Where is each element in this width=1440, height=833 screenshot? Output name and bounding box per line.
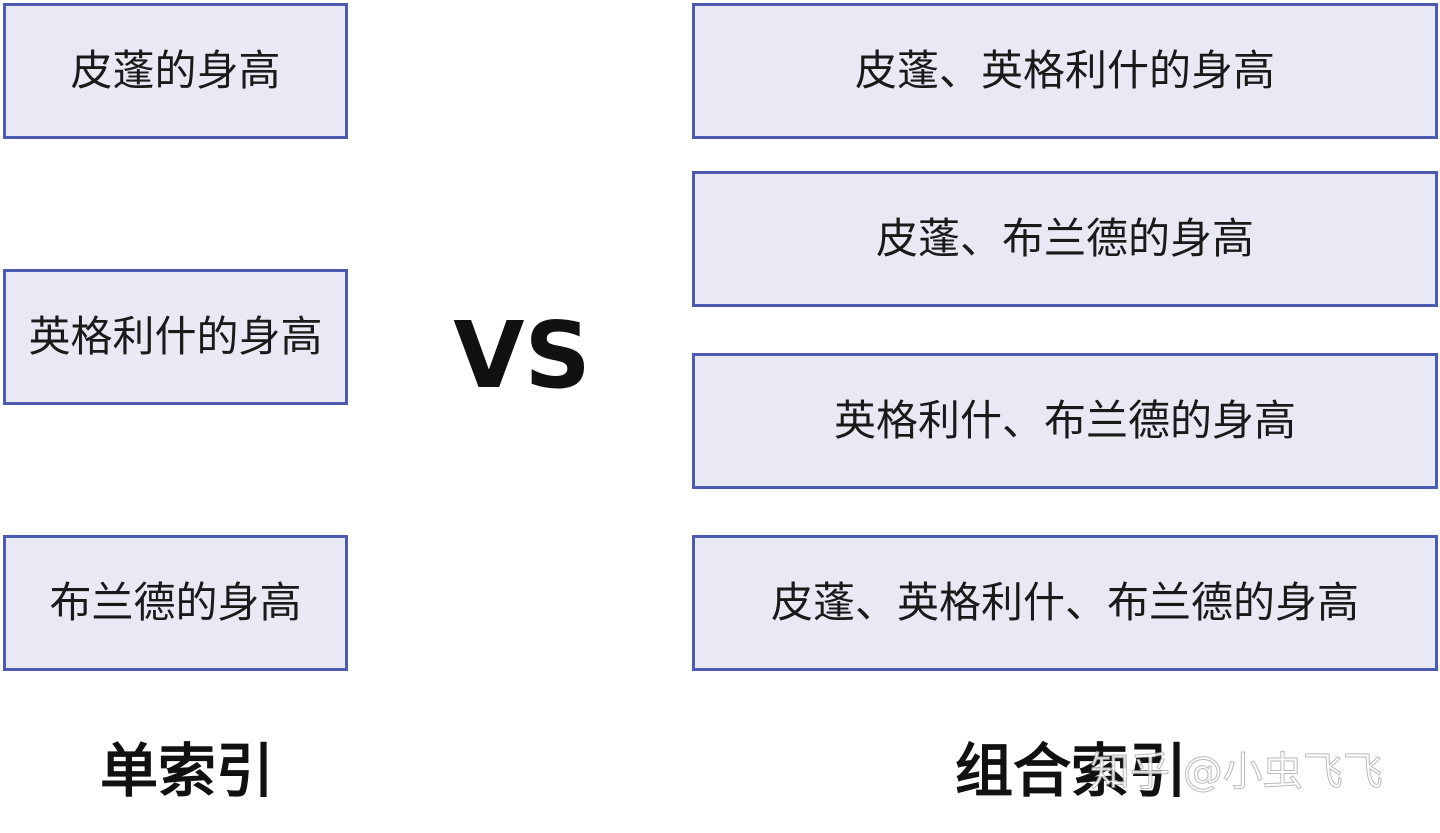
watermark: 知乎 @小虫飞飞 [1090,749,1384,795]
composite-index-box-2: 皮蓬、布兰德的身高 [692,171,1438,307]
vs-label: VS [453,301,591,409]
single-index-box-1: 皮蓬的身高 [3,3,348,139]
single-index-caption: 单索引 [100,737,275,805]
single-index-label: 英格利什的身高 [28,312,323,361]
single-index-label: 皮蓬的身高 [70,46,281,95]
composite-index-label: 皮蓬、英格利什、布兰德的身高 [770,578,1359,627]
composite-index-box-3: 英格利什、布兰德的身高 [692,353,1438,489]
single-index-box-2: 英格利什的身高 [3,269,348,405]
composite-index-label: 英格利什、布兰德的身高 [833,396,1296,445]
composite-index-box-4: 皮蓬、英格利什、布兰德的身高 [692,535,1438,671]
composite-index-box-1: 皮蓬、英格利什的身高 [692,3,1438,139]
composite-index-caption: 组合索引 [955,737,1188,805]
composite-index-label: 皮蓬、布兰德的身高 [875,214,1254,263]
composite-index-label: 皮蓬、英格利什的身高 [854,46,1275,95]
single-index-label: 布兰德的身高 [49,578,302,627]
single-index-box-3: 布兰德的身高 [3,535,348,671]
